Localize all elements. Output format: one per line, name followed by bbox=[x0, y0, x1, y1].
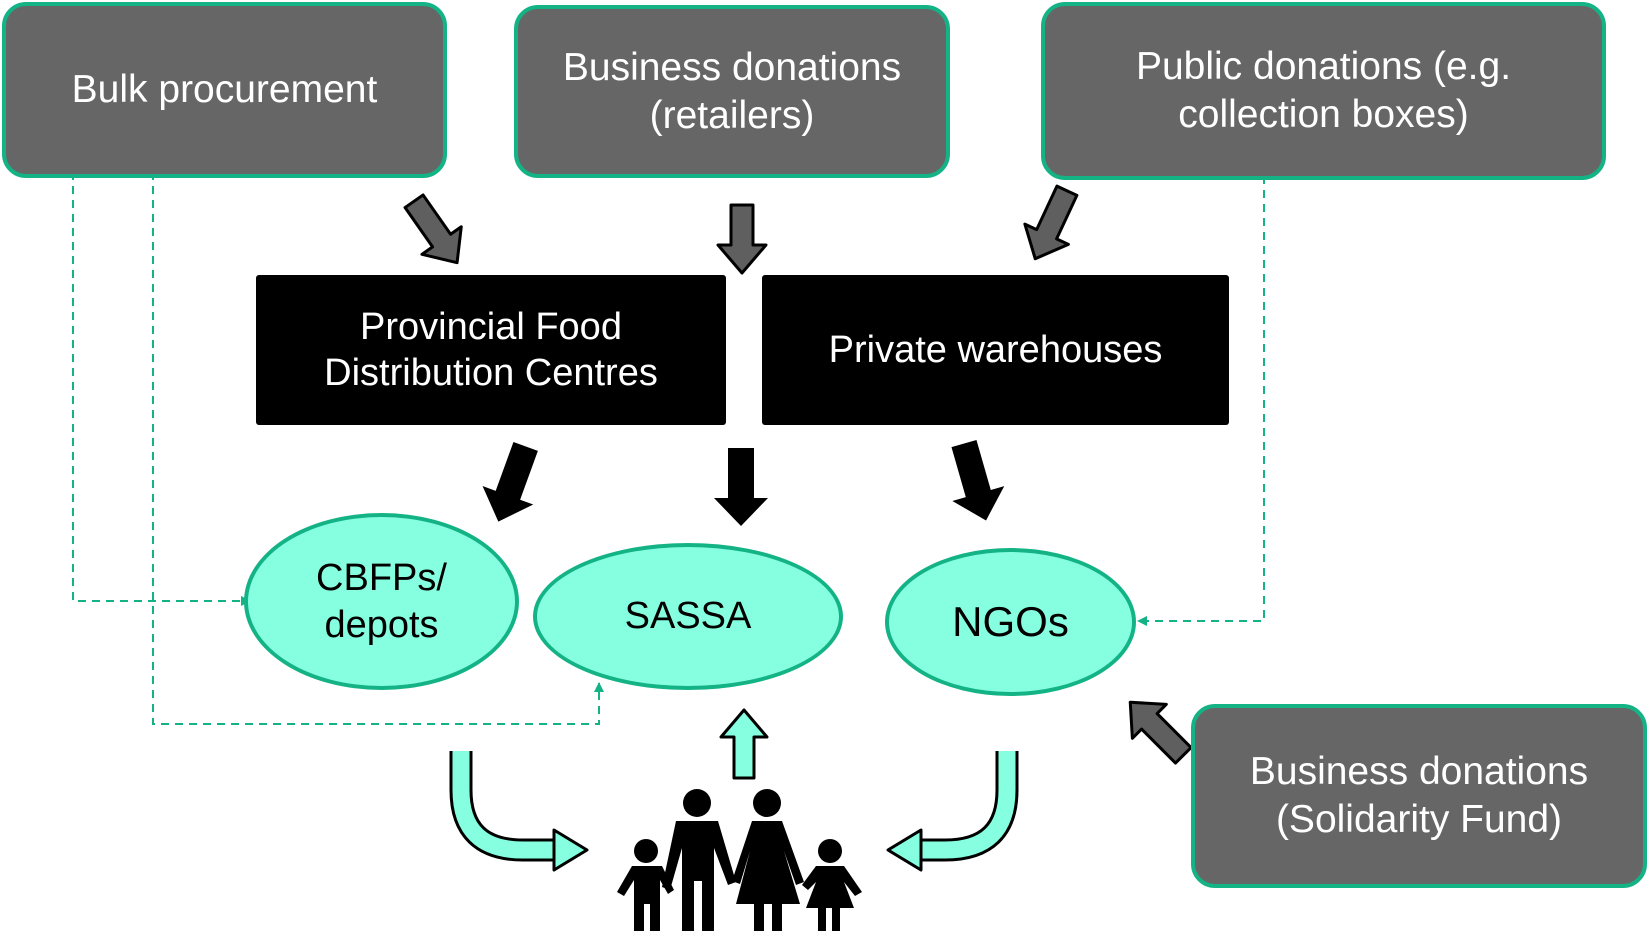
dashed-connector-bulk-to-sassa bbox=[152, 172, 604, 725]
sassa-label: SASSA bbox=[624, 595, 752, 638]
business-donations-solidarity-box: Business donations (Solidarity Fund) bbox=[1191, 704, 1647, 888]
business-donations-retailers-label: Business donations (retailers) bbox=[562, 45, 902, 137]
ngos-label: NGOs bbox=[952, 598, 1069, 646]
ngos-ellipse: NGOs bbox=[885, 548, 1136, 696]
business-donations-solidarity-label: Business donations (Solidarity Fund) bbox=[1249, 750, 1589, 841]
family-icon bbox=[617, 789, 862, 931]
gray-arrow-icon bbox=[716, 203, 768, 275]
cbfps-depots-ellipse: CBFPs/ depots bbox=[244, 513, 519, 690]
gray-arrow-icon bbox=[1128, 700, 1193, 765]
provincial-centres-label: Provincial Food Distribution Centres bbox=[324, 305, 658, 394]
child-left-icon bbox=[617, 839, 674, 931]
black-arrow-icon bbox=[482, 441, 538, 522]
father-icon bbox=[662, 789, 736, 931]
private-warehouses-label: Private warehouses bbox=[828, 328, 1163, 371]
mother-icon bbox=[732, 789, 804, 931]
gray-arrow-icon bbox=[1023, 184, 1079, 261]
public-donations-box: Public donations (e.g. collection boxes) bbox=[1041, 2, 1606, 180]
dashed-connector-bulk-to-cbfps bbox=[72, 172, 251, 606]
black-arrow-icon bbox=[951, 439, 1005, 521]
child-right-icon bbox=[802, 839, 862, 931]
public-donations-label: Public donations (e.g. collection boxes) bbox=[1135, 45, 1512, 136]
teal-curved-arrow-right-icon bbox=[886, 751, 1019, 872]
sassa-ellipse: SASSA bbox=[533, 543, 843, 690]
provincial-food-distribution-centres-box: Provincial Food Distribution Centres bbox=[256, 275, 726, 425]
teal-up-arrow-icon bbox=[719, 708, 769, 780]
business-donations-retailers-box: Business donations (retailers) bbox=[514, 5, 950, 178]
bulk-procurement-label: Bulk procurement bbox=[71, 68, 378, 112]
bulk-procurement-box: Bulk procurement bbox=[2, 2, 447, 178]
gray-arrow-icon bbox=[403, 193, 463, 265]
teal-curved-arrow-left-icon bbox=[449, 751, 589, 872]
private-warehouses-box: Private warehouses bbox=[762, 275, 1229, 425]
black-arrow-icon bbox=[714, 448, 768, 526]
cbfps-depots-label: CBFPs/ depots bbox=[316, 557, 447, 646]
